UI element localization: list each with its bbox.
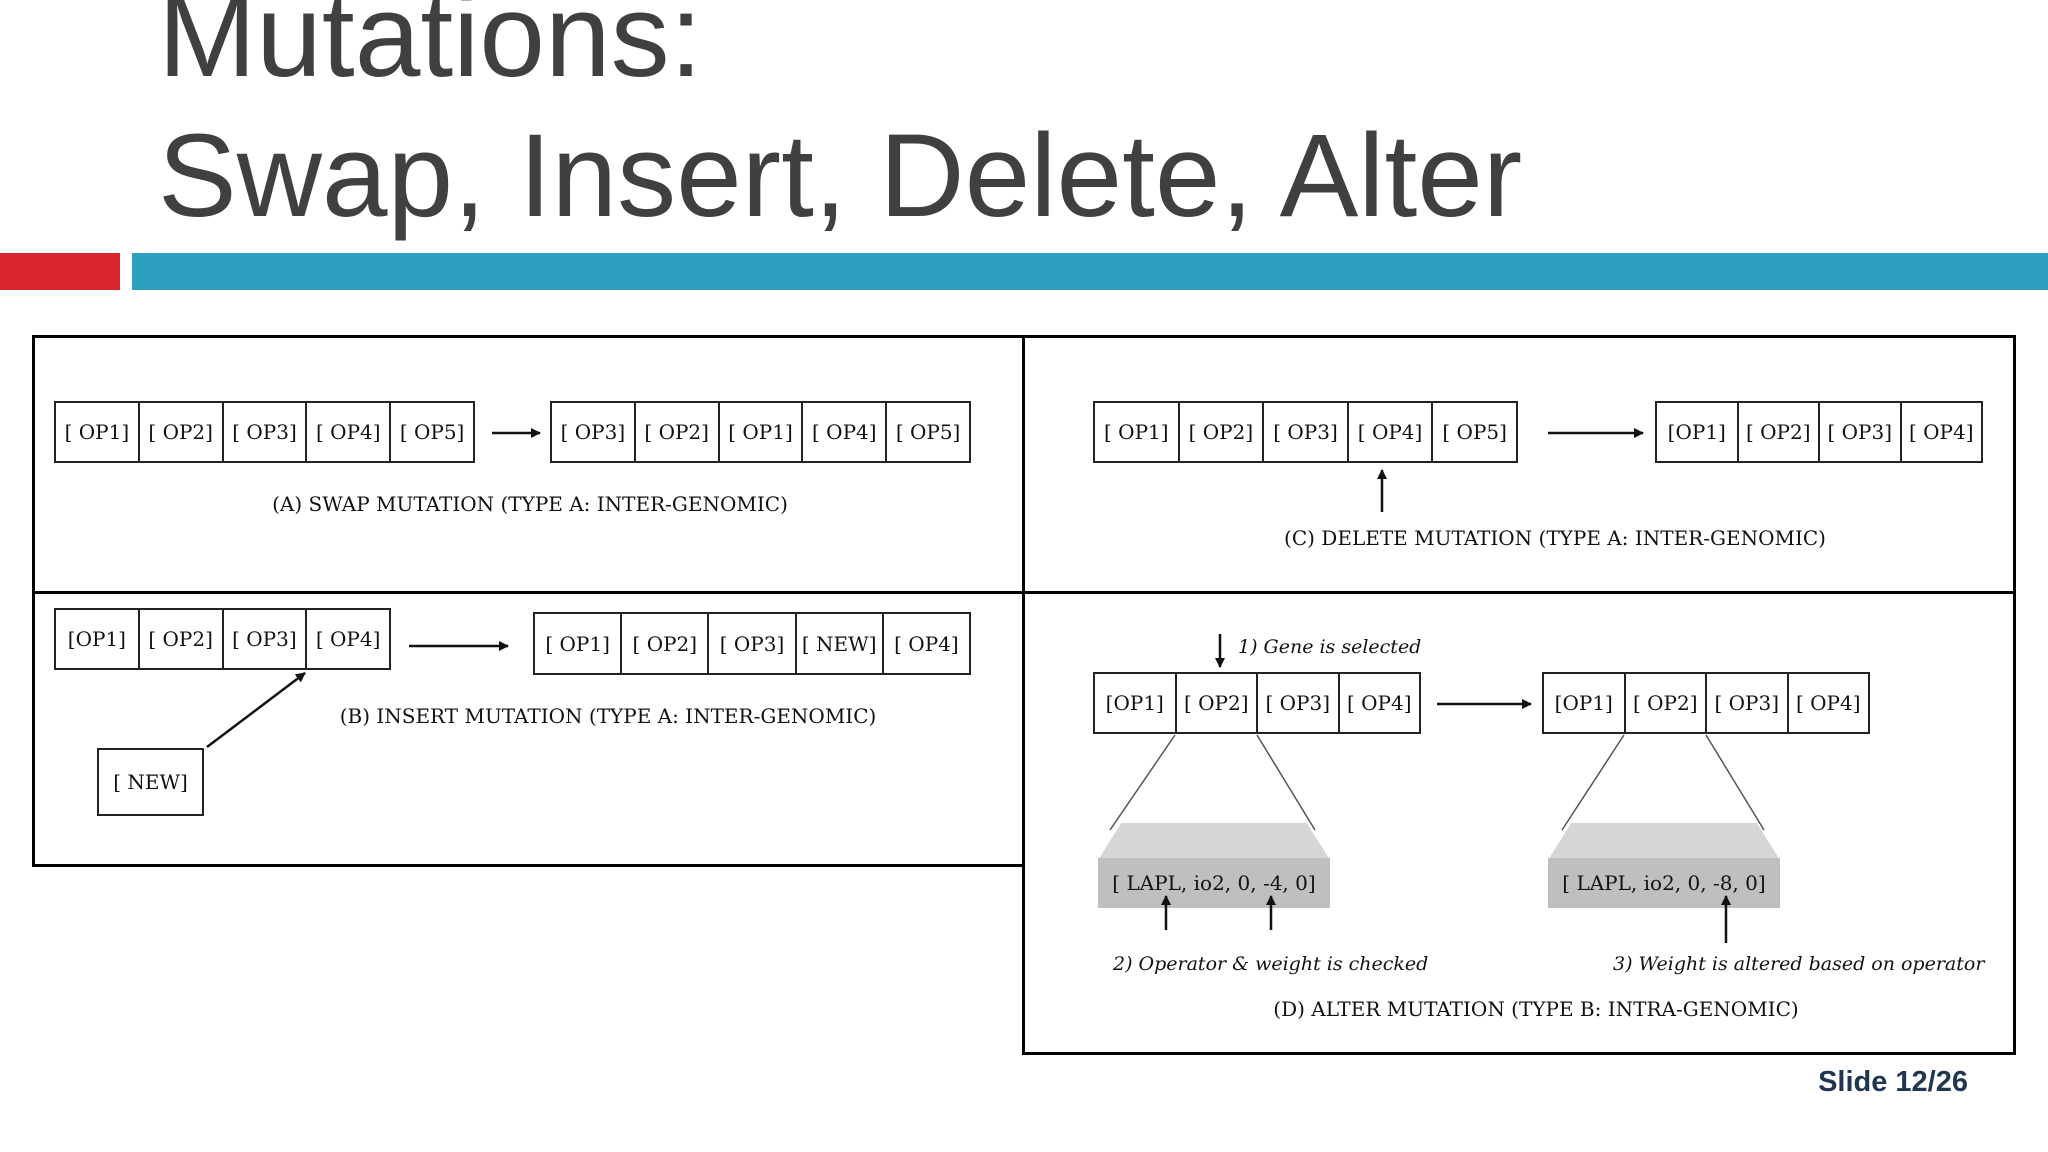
gene-cell: [ OP4] — [881, 614, 969, 673]
gene-cell: [ OP2] — [137, 610, 222, 668]
gene-cell: [ OP1] — [64, 420, 130, 444]
gene-cell: [ OP1] — [545, 631, 610, 656]
delete-after-genome: [OP1] [ OP2] [ OP3] [ OP4] — [1655, 401, 1983, 463]
gene-cell: [OP1] — [1554, 691, 1613, 715]
gene-cell: [ OP5] — [389, 403, 473, 461]
gene-cell: [ OP4] — [305, 403, 389, 461]
gene-cell: [OP1] — [1105, 691, 1164, 715]
gene-cell: [ OP4] — [1337, 674, 1420, 732]
gene-cell: [ OP4] — [1786, 674, 1869, 732]
operator-after: [ LAPL, io2, 0, -8, 0] — [1548, 858, 1780, 908]
accent-bar-red — [0, 253, 120, 290]
gene-cell: [ OP4] — [1346, 403, 1432, 461]
gene-cell: [ OP2] — [633, 403, 718, 461]
alter-note-altered: 3) Weight is altered based on operator — [1613, 953, 1985, 975]
operator-zoom-before — [1098, 823, 1330, 860]
alter-caption: (D) ALTER MUTATION (TYPE B: INTRA-GENOMI… — [1273, 997, 1799, 1021]
swap-after-genome: [ OP3] [ OP2] [ OP1] [ OP4] [ OP5] — [550, 401, 971, 463]
gene-cell: [ OP4] — [305, 610, 389, 668]
gene-cell: [ OP2] — [1174, 674, 1257, 732]
alter-note-selected: 1) Gene is selected — [1238, 636, 1422, 658]
panel-swap — [32, 335, 1026, 595]
operator-zoom-after — [1548, 823, 1780, 860]
gene-cell: [ OP2] — [1177, 403, 1263, 461]
delete-before-genome: [ OP1] [ OP2] [ OP3] [ OP4] [ OP5] — [1093, 401, 1518, 463]
swap-before-genome: [ OP1] [ OP2] [ OP3] [ OP4] [ OP5] — [54, 401, 475, 463]
insert-after-genome: [ OP1] [ OP2] [ OP3] [ NEW] [ OP4] — [533, 612, 971, 675]
gene-cell: [ OP2] — [1736, 403, 1819, 461]
gene-cell: [ OP3] — [221, 610, 306, 668]
insert-caption: (B) INSERT MUTATION (TYPE A: INTER-GENOM… — [339, 704, 877, 728]
insert-new-gene: [ NEW] — [97, 748, 204, 816]
gene-cell: [OP1] — [67, 627, 126, 651]
gene-cell: [ OP3] — [1256, 674, 1338, 732]
gene-cell: [ OP4] — [1899, 403, 1982, 461]
gene-cell: [ OP5] — [885, 403, 969, 461]
gene-cell: [ OP1] — [1104, 420, 1169, 444]
gene-cell: [ OP1] — [717, 403, 802, 461]
gene-cell: [ OP3] — [707, 614, 794, 673]
gene-cell: [ OP3] — [221, 403, 306, 461]
gene-cell: [ NEW] — [794, 614, 882, 673]
insert-before-genome: [OP1] [ OP2] [ OP3] [ OP4] — [54, 608, 391, 670]
gene-cell: [OP1] — [1667, 420, 1726, 444]
gene-cell: [ OP2] — [1623, 674, 1706, 732]
slide-title: Mutations: Swap, Insert, Delete, Alter — [158, 0, 1522, 246]
gene-cell: [ OP3] — [560, 420, 626, 444]
gene-cell: [ OP3] — [1818, 403, 1900, 461]
gene-cell: [ OP2] — [620, 614, 707, 673]
accent-bar-blue — [132, 253, 2048, 290]
delete-caption: (C) DELETE MUTATION (TYPE A: INTER-GENOM… — [1284, 526, 1826, 550]
swap-caption: (A) SWAP MUTATION (TYPE A: INTER-GENOMIC… — [272, 492, 788, 516]
title-line-1: Mutations: — [158, 0, 703, 102]
alter-after-genome: [OP1] [ OP2] [ OP3] [ OP4] — [1542, 672, 1870, 734]
title-line-2: Swap, Insert, Delete, Alter — [158, 110, 1523, 242]
slide-number: Slide 12/26 — [1818, 1066, 1968, 1098]
panel-delete — [1022, 335, 2016, 595]
gene-cell: [ OP3] — [1262, 403, 1347, 461]
alter-note-checked: 2) Operator & weight is checked — [1113, 953, 1429, 975]
gene-cell: [ OP3] — [1705, 674, 1787, 732]
gene-cell: [ OP4] — [801, 403, 885, 461]
gene-cell: [ OP5] — [1431, 403, 1516, 461]
alter-before-genome: [OP1] [ OP2] [ OP3] [ OP4] — [1093, 672, 1421, 734]
gene-cell: [ OP2] — [137, 403, 222, 461]
operator-before: [ LAPL, io2, 0, -4, 0] — [1098, 858, 1330, 908]
